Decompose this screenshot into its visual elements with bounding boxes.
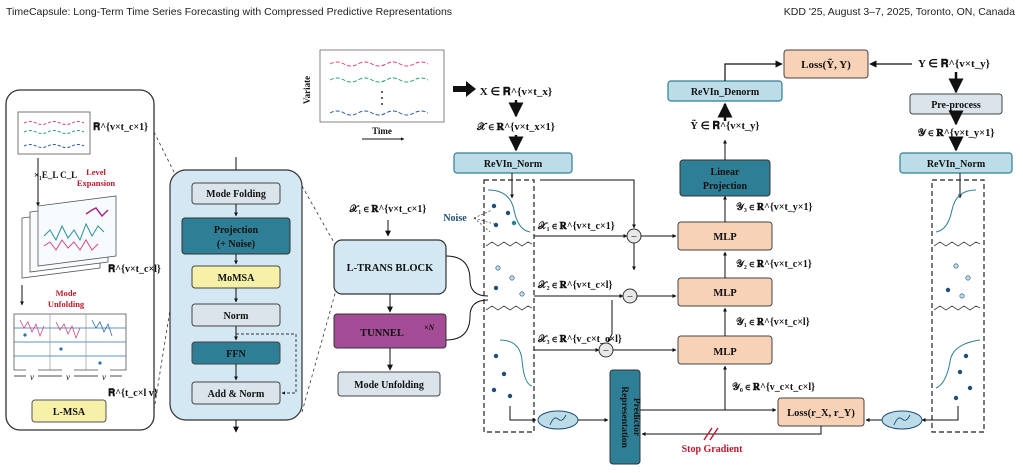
add-norm-box [191,381,281,405]
yc-shape-label: 𝒴 ∈ 𝐑^{v×t_y×1} [917,126,994,139]
header-right: KDD '25, August 3–7, 2025, Toronto, ON, … [783,6,1015,18]
mode-unfolding-label-2: Unfolding [48,299,85,309]
branch-2-x-label: 𝒳₂ ∈ 𝐑^{v×t_c×l} [537,279,612,291]
level-expansion-label-2: Expansion [77,178,116,188]
header-left: TimeCapsule: Long-Term Time Series Forec… [6,6,453,18]
lmsa-label: L-MSA [53,407,86,418]
ffn-label: FFN [226,349,246,360]
left-operation: ×₁E_L C_L [34,170,77,180]
output-section: Linear Projection Ỹ ∈ 𝐑^{v×t_y} ReVIn_De… [667,49,1013,199]
left-top-chart [17,111,91,155]
mode-unfolding-box [337,371,441,397]
encoder-strip [483,173,535,433]
x-shape-label: X ∈ 𝐑^{v×t_x} [480,86,552,98]
branch-1-x-label: 𝒳₁ ∈ 𝐑^{v×t_c×1} [537,220,615,232]
branch-3-y-label: 𝒴₁ ∈ 𝐑^{v×t_c×l} [736,316,810,328]
svg-text:−: − [603,345,609,357]
stop-gradient-label: Stop Gradient [682,444,744,455]
x1-shape-label: 𝒳₁ ∈ 𝐑^{v×t_c×1} [349,203,427,215]
mlp-label-1: MLP [713,232,737,243]
momsa-label: MoMSA [218,273,255,284]
mid-column: 𝒳₁ ∈ 𝐑^{v×t_c×1} L-TRANS BLOCK TUNNEL ×N… [333,203,489,397]
mlp-label-3: MLP [713,347,737,358]
branch-3-x-label: 𝒳₃ ∈ 𝐑^{v_c×t_c×l} [537,333,622,345]
preprocess-label: Pre-process [931,100,981,111]
loss-main-box [783,49,869,79]
revin-norm-input-label: ReVIn_Norm [484,159,543,170]
branches: 𝒳₁ ∈ 𝐑^{v×t_c×1} − MLP 𝒴₃ ∈ 𝐑^{v×t_y×1} … [534,179,812,365]
tunnel-repeat-label: ×N [424,323,436,332]
rep-predictor-label-1: Representation [619,386,629,448]
ltrans-block-label: L-TRANS BLOCK [347,263,434,274]
norm-label: Norm [224,311,250,322]
linear-projection-label-2: Projection [703,181,748,192]
v-mark-2: v [66,372,70,382]
revin-denorm-label: ReVIn_Denorm [691,87,760,98]
linear-projection-label-1: Linear [711,167,740,178]
projection-noise-label: (+ Noise) [217,239,255,250]
transformer-block: Mode Folding Projection (+ Noise) MoMSA … [169,157,303,433]
mode-folding-label: Mode Folding [206,189,266,200]
level-expansion-label-1: Level [86,167,106,177]
noise-label: Noise [443,213,467,224]
loss-main-label: Loss(Ỹ, Y) [801,59,851,71]
target-strip [931,179,985,433]
revin-norm-input-box [453,152,573,174]
lmsa-box [31,399,107,423]
time-axis-label: Time [372,126,392,136]
mlp-label-2: MLP [713,288,737,299]
loss-rep-label: Loss(r_X, r_Y) [787,408,855,419]
tunnel-label: TUNNEL [360,328,404,339]
encoder-ellipse-left [537,410,579,430]
y-hat-shape-label: Ỹ ∈ 𝐑^{v×t_y} [690,120,759,132]
input-section: Variate Time X ∈ 𝐑^{v×t_x} 𝒳 ∈ 𝐑^{v×t_x×… [302,49,573,233]
svg-text:−: − [627,291,633,303]
projection-label: Projection [214,225,259,236]
v-mark-3: v [102,372,106,382]
left-panel: 𝐑^{v×t_c×1} ×₁E_L C_L Level Expansion 𝐑^… [5,89,161,431]
y0-shape-label: 𝒴₀ ∈ 𝐑^{v_c×t_c×l} [732,381,815,393]
branch-1-y-label: 𝒴₃ ∈ 𝐑^{v×t_y×1} [736,201,812,213]
svg-text:−: − [631,231,637,243]
y-shape-label: Y ∈ 𝐑^{v×t_y} [918,58,990,70]
left-shape-bottom: 𝐑^{t_c×l v} [108,387,158,399]
variate-axis-label: Variate [302,76,312,104]
branch-2-y-label: 𝒴₂ ∈ 𝐑^{v×t_c×1} [736,258,812,270]
representation-section: Representation Predictor 𝒴₀ ∈ 𝐑^{v_c×t_c… [509,365,959,465]
left-shape-top: 𝐑^{v×t_c×1} [93,121,148,133]
v-mark-1: v [30,372,34,382]
mode-unfolding-label: Mode Unfolding [354,380,424,391]
encoder-ellipse-right [881,410,923,430]
rep-predictor-label-2: Predictor [631,398,641,437]
revin-norm-target-label: ReVIn_Norm [927,159,986,170]
xc-shape-label: 𝒳 ∈ 𝐑^{v×t_x×1} [476,120,555,133]
mode-unfolding-label-1: Mode [56,288,77,298]
left-shape-mid: 𝐑^{v×t_c×l} [108,263,161,275]
representation-predictor-box [609,369,641,465]
revin-norm-target-box [899,152,1013,174]
add-norm-label: Add & Norm [208,389,265,400]
